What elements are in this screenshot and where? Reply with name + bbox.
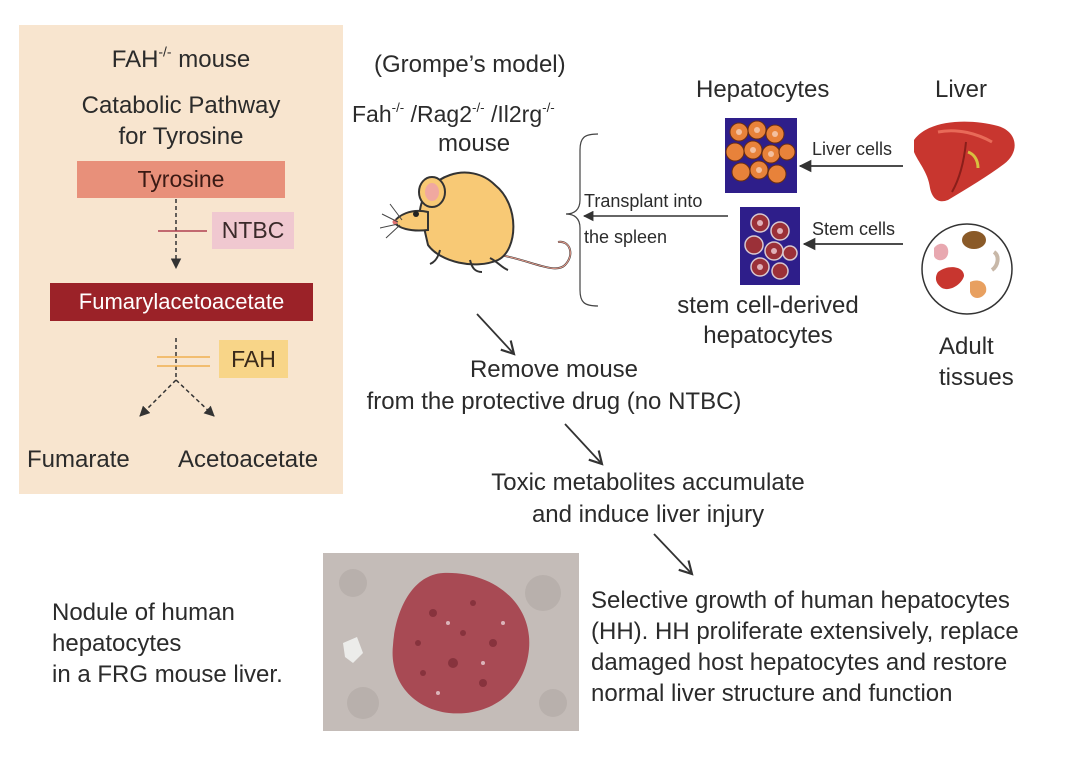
nodule-histology-image bbox=[323, 553, 579, 731]
growth-step-line1: Selective growth of human hepatocytes bbox=[591, 587, 1010, 614]
pathway-title: FAH-/- mouse bbox=[111, 43, 251, 73]
growth-step-line3: damaged host hepatocytes and restore bbox=[591, 649, 1008, 676]
stem-derived-label-line2: hepatocytes bbox=[703, 322, 833, 349]
model-mouse-label: mouse bbox=[438, 130, 511, 157]
adult-tissues-label-line1: Adult bbox=[939, 333, 994, 360]
pathway-subtitle-line1: Catabolic Pathway bbox=[81, 92, 281, 119]
liver-image bbox=[914, 121, 1015, 202]
liver-cells-arrow-label: Liver cells bbox=[812, 139, 893, 159]
nodule-caption-line3: in a FRG mouse liver. bbox=[52, 661, 283, 688]
fumarate-label: Fumarate bbox=[27, 446, 130, 473]
hepatocytes-image bbox=[725, 118, 797, 193]
mouse-illustration bbox=[380, 171, 572, 273]
ntbc-label: NTBC bbox=[221, 217, 285, 243]
hepatocytes-label: Hepatocytes bbox=[696, 76, 830, 103]
pathway-arrow-fumarate bbox=[139, 379, 177, 417]
toxic-step-line1: Toxic metabolites accumulate bbox=[491, 469, 805, 496]
stem-cells-arrow-label: Stem cells bbox=[812, 219, 896, 239]
nodule-caption-line1: Nodule of human bbox=[52, 599, 235, 626]
pathway-subtitle-line2: for Tyrosine bbox=[118, 123, 244, 150]
nodule-caption-line2: hepatocytes bbox=[52, 630, 182, 657]
tyrosine-label: Tyrosine bbox=[137, 166, 225, 192]
growth-step-line4: normal liver structure and function bbox=[591, 680, 953, 707]
fah-box: FAH bbox=[219, 340, 288, 378]
transplant-label-line1: Transplant into bbox=[584, 191, 703, 211]
remove-step-line2: from the protective drug (no NTBC) bbox=[366, 388, 742, 415]
pathway-arrow-acetoacetate bbox=[175, 379, 215, 417]
fah-label: FAH bbox=[231, 345, 276, 372]
adult-tissues-image bbox=[921, 223, 1013, 315]
remove-step-line1: Remove mouse bbox=[469, 356, 639, 383]
model-title: (Grompe’s model) bbox=[374, 51, 566, 78]
liver-label: Liver bbox=[935, 76, 988, 103]
transplant-label-line2: the spleen bbox=[584, 227, 668, 247]
fumarylacetoacetate-box: Fumarylacetoacetate bbox=[50, 283, 313, 321]
transplant-brace bbox=[565, 133, 599, 307]
flow-arrow-2 bbox=[564, 423, 604, 466]
stem-cells-image bbox=[740, 207, 800, 285]
stem-derived-label-line1: stem cell-derived bbox=[677, 292, 859, 319]
flow-arrow-3 bbox=[653, 533, 694, 576]
acetoacetate-label: Acetoacetate bbox=[178, 446, 319, 473]
adult-tissues-label-line2: tissues bbox=[939, 364, 1014, 391]
flow-arrow-1 bbox=[476, 313, 516, 356]
tyrosine-box: Tyrosine bbox=[77, 161, 285, 198]
growth-step-line2: (HH). HH proliferate extensively, replac… bbox=[591, 618, 1019, 645]
toxic-step-line2: and induce liver injury bbox=[531, 501, 765, 528]
model-genotype: Fah-/- /Rag2-/- /Il2rg-/- bbox=[352, 100, 555, 127]
ntbc-box: NTBC bbox=[212, 212, 294, 249]
fumarylacetoacetate-label: Fumarylacetoacetate bbox=[78, 289, 285, 314]
